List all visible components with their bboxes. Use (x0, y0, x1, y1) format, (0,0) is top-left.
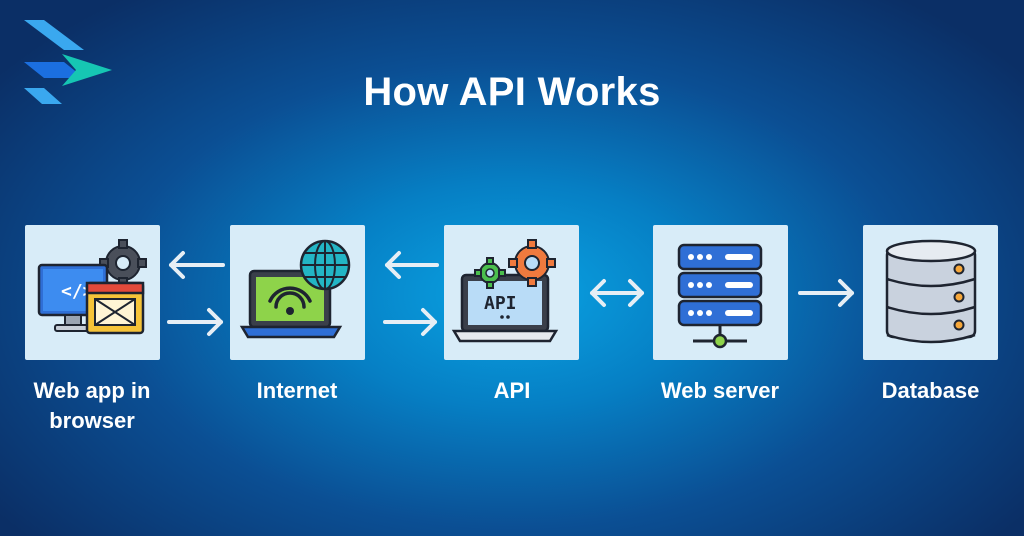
label-web-app: Web app in browser (33, 378, 151, 433)
brand-logo (24, 20, 112, 104)
node-database (863, 225, 998, 360)
label-web-server: Web server (660, 378, 780, 403)
api-laptop-icon: API (451, 239, 559, 343)
internet-laptop-icon (239, 239, 351, 339)
arrow-internet-to-api (383, 308, 437, 336)
arrow-web-app-to-internet (167, 308, 223, 336)
browser-app-icon: </> (37, 239, 147, 335)
label-internet: Internet (256, 378, 338, 403)
arrow-web-server-to-database (798, 279, 854, 307)
label-api: API (493, 378, 531, 403)
server-rack-icon (677, 243, 763, 349)
label-database: Database (881, 378, 980, 403)
arrow-internet-to-web-app (169, 251, 225, 279)
svg-text:</>: </> (61, 281, 94, 302)
node-web-server (653, 225, 788, 360)
node-web-app: </> (25, 225, 160, 360)
api-screen-text: API (484, 293, 517, 314)
arrow-api-to-internet (385, 251, 439, 279)
database-icon (885, 239, 977, 344)
diagram-title: How API Works (363, 70, 661, 114)
arrow-api-web-server-bidirectional (590, 279, 644, 307)
node-internet (230, 225, 365, 360)
node-api: API (444, 225, 579, 360)
